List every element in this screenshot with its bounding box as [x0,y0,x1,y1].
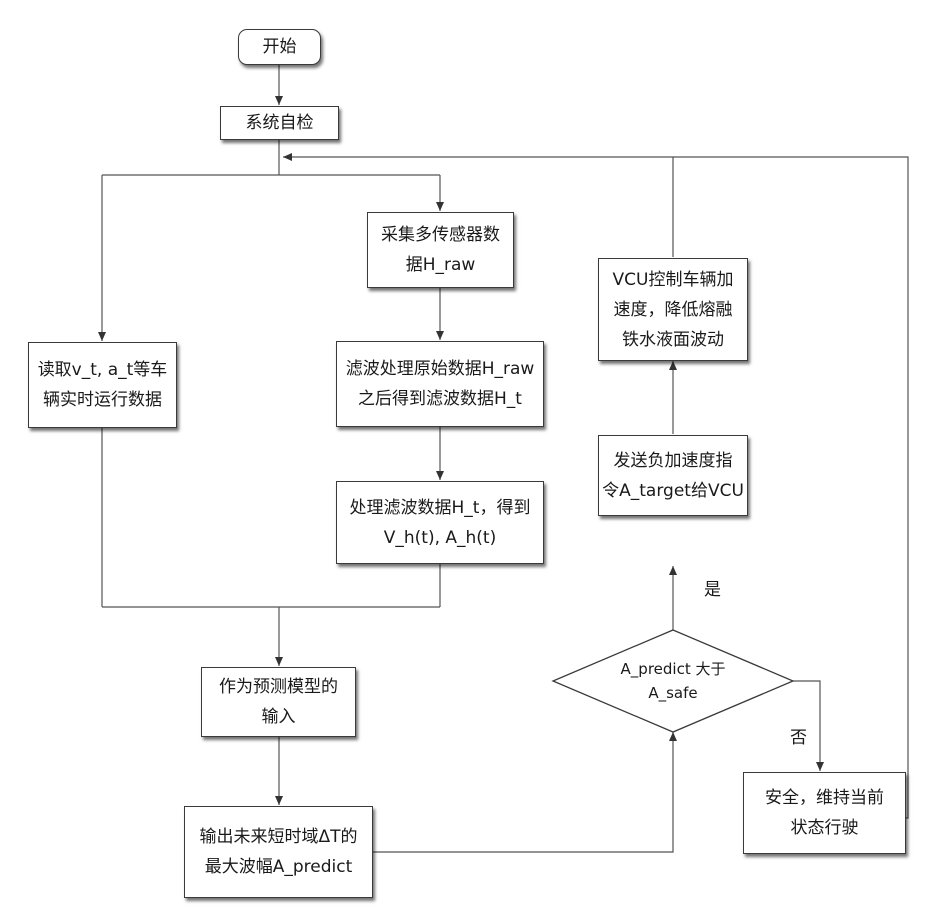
yes-label: 是 [704,580,721,600]
self-check-label: 系统自检 [246,108,314,138]
start-node: 开始 [238,29,321,65]
filter-line1: 滤波处理原始数据H_raw [346,354,535,384]
model-input-node: 作为预测模型的 输入 [201,667,356,737]
vcu-line2: 速度，降低熔融 [614,295,733,325]
self-check-node: 系统自检 [220,106,339,140]
output-node: 输出未来短时域ΔT的 最大波幅A_predict [184,806,373,898]
read-data-node: 读取v_t, a_t等车 辆实时运行数据 [28,342,177,428]
safe-line2: 状态行驶 [791,813,859,843]
output-line1: 输出未来短时域ΔT的 [199,822,357,852]
send-command-line2: 令A_target给VCU [602,476,744,506]
collect-node: 采集多传感器数 据H_raw [367,212,514,288]
decision-line2: A_safe [583,681,763,705]
filter-node: 滤波处理原始数据H_raw 之后得到滤波数据H_t [336,341,544,427]
process-node: 处理滤波数据H_t，得到 V_h(t), A_h(t) [336,481,544,564]
filter-line2: 之后得到滤波数据H_t [358,384,522,414]
decision-line1: A_predict 大于 [583,657,763,681]
send-command-line1: 发送负加速度指 [614,446,733,476]
safe-node: 安全，维持当前 状态行驶 [743,772,906,854]
vcu-line3: 铁水液面波动 [622,325,724,355]
model-input-line1: 作为预测模型的 [219,672,338,702]
model-input-line2: 输入 [262,702,296,732]
process-line1: 处理滤波数据H_t，得到 [350,493,531,523]
collect-line2: 据H_raw [406,250,476,280]
read-data-line2: 辆实时运行数据 [43,385,162,415]
no-label: 否 [790,728,807,748]
edge-output-decision [373,732,673,852]
safe-line1: 安全，维持当前 [765,783,884,813]
edge-decision-safe [793,681,820,771]
read-data-line1: 读取v_t, a_t等车 [38,355,168,385]
vcu-line1: VCU控制车辆加 [613,265,734,295]
vcu-node: VCU控制车辆加 速度，降低熔融 铁水液面波动 [598,258,748,361]
send-command-node: 发送负加速度指 令A_target给VCU [598,435,748,516]
process-line2: V_h(t), A_h(t) [384,523,496,553]
output-line2: 最大波幅A_predict [205,852,353,882]
collect-line1: 采集多传感器数 [381,220,500,250]
start-label: 开始 [263,30,297,64]
decision-label: A_predict 大于 A_safe [583,657,763,705]
